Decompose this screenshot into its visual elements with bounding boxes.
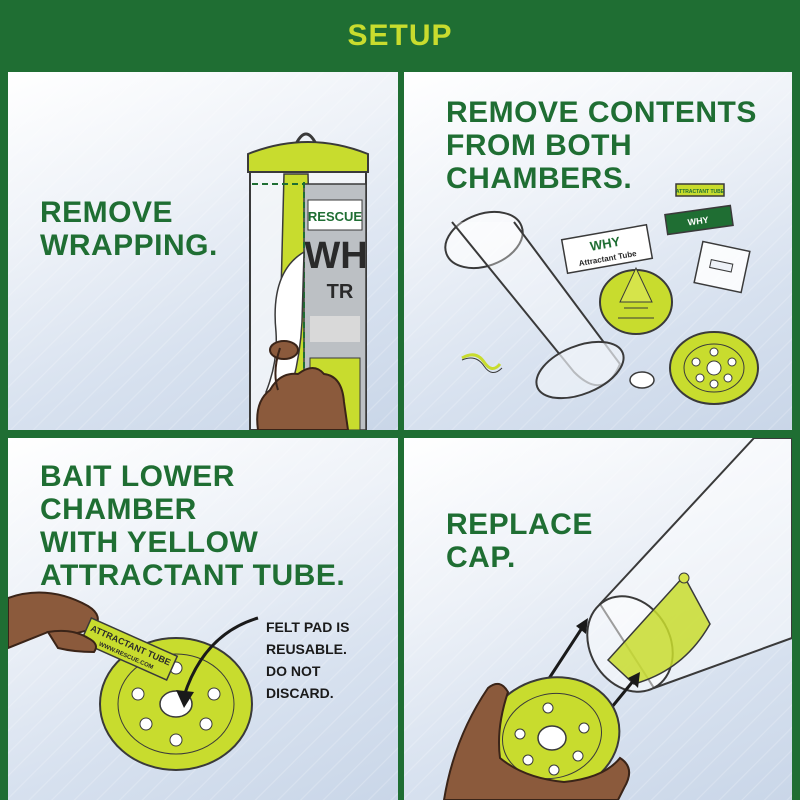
header-bar: SETUP: [0, 0, 800, 72]
wrap-small-text: TR: [327, 281, 354, 303]
step-1-text: REMOVE WRAPPING.: [40, 196, 218, 262]
box-brand: WHY: [589, 234, 622, 254]
rescue-brand-label: RESCUE: [308, 209, 363, 224]
green-pack-label: WHY: [687, 215, 709, 228]
step-4-text: REPLACE CAP.: [446, 508, 593, 574]
wrap-big-text: WH: [304, 235, 367, 277]
panel-bait-chamber: BAIT LOWER CHAMBER WITH YELLOW ATTRACTAN…: [8, 438, 398, 800]
page-title: SETUP: [347, 19, 453, 52]
step-3-text: BAIT LOWER CHAMBER WITH YELLOW ATTRACTAN…: [40, 460, 346, 592]
panel-remove-contents: REMOVE CONTENTS FROM BOTH CHAMBERS. ATTR…: [404, 72, 792, 430]
panel-replace-cap: REPLACE CAP.: [404, 438, 792, 800]
small-tube-label: ATTRACTANT TUBE: [676, 189, 725, 195]
step-2-text: REMOVE CONTENTS FROM BOTH CHAMBERS.: [446, 96, 757, 195]
felt-pad-note: FELT PAD IS REUSABLE. DO NOT DISCARD.: [266, 619, 350, 701]
replace-cap-illustration: [442, 438, 792, 800]
contents-illustration: ATTRACTANT TUBE WHY Attractant Tube WHY: [444, 183, 759, 405]
bait-illustration: ATTRACTANT TUBE WWW.RESCUE.COM: [8, 591, 259, 771]
trap-wrapping-illustration: RESCUE WH TR: [247, 132, 369, 430]
panel-remove-wrapping: REMOVE WRAPPING. RESCUE WH TR: [8, 72, 398, 430]
